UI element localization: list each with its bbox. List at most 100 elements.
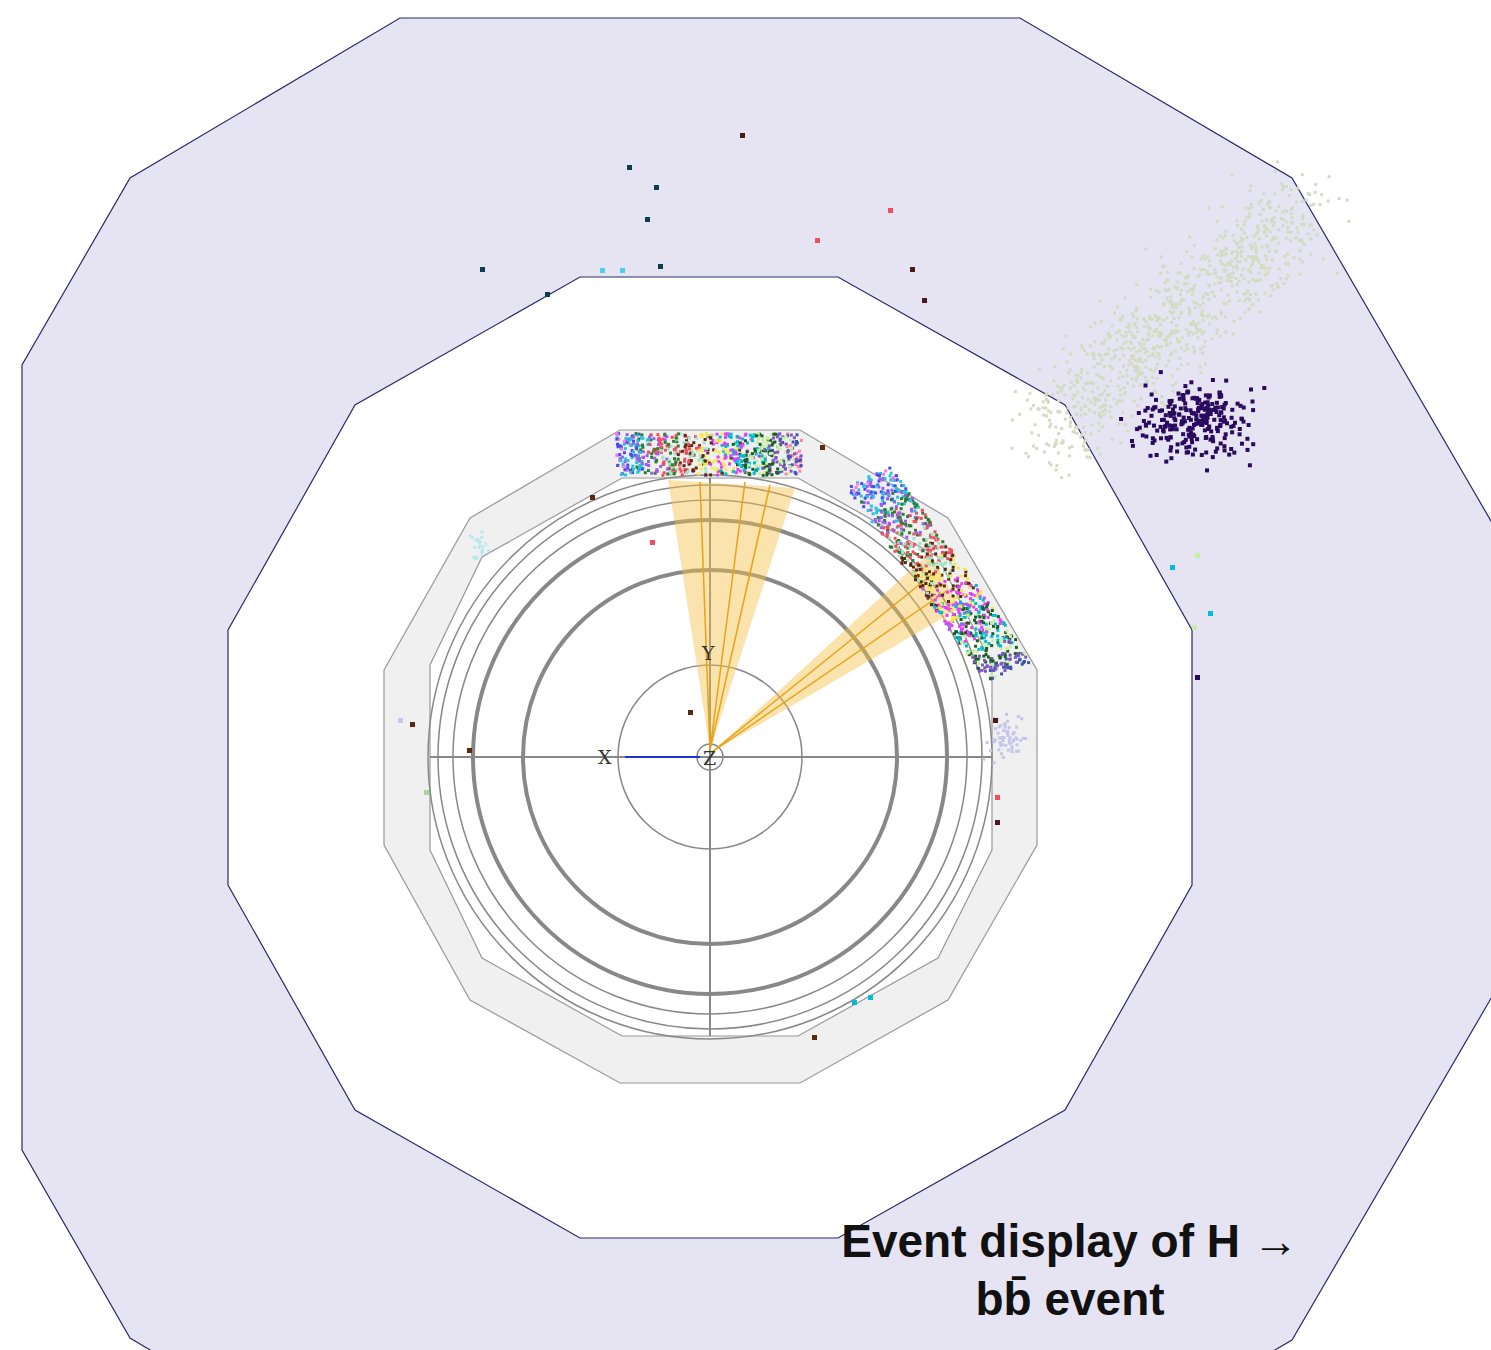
hit	[1007, 666, 1010, 669]
hit	[974, 645, 977, 648]
hit	[991, 632, 994, 635]
hit	[1007, 734, 1010, 737]
hit	[641, 446, 644, 449]
hit	[786, 450, 789, 453]
hit	[964, 568, 967, 571]
hit	[871, 520, 874, 523]
hit	[671, 463, 674, 466]
hit	[619, 444, 622, 447]
hit	[882, 473, 885, 476]
hit	[904, 520, 907, 523]
hit	[744, 434, 747, 437]
hit	[743, 454, 746, 457]
hit	[1136, 317, 1139, 320]
hit	[1250, 256, 1253, 259]
hit	[930, 556, 933, 559]
hit	[862, 485, 865, 488]
hit	[1059, 386, 1062, 389]
hit	[896, 526, 899, 529]
hit	[959, 595, 962, 598]
hit	[999, 741, 1002, 744]
hit	[899, 480, 902, 483]
hit	[932, 573, 935, 576]
hit	[1147, 355, 1150, 358]
hit	[741, 438, 744, 441]
hit	[1283, 282, 1286, 285]
hit	[724, 436, 727, 439]
hit	[964, 570, 967, 573]
hit	[929, 577, 932, 580]
hit	[724, 472, 727, 475]
hit	[748, 473, 751, 476]
hit	[884, 492, 887, 495]
hit	[620, 447, 623, 450]
hit	[1038, 368, 1041, 371]
hit	[761, 438, 764, 441]
hit	[977, 611, 980, 614]
hit	[866, 494, 869, 497]
hit	[720, 466, 723, 469]
hit	[792, 458, 795, 461]
hit	[624, 437, 627, 440]
hit	[629, 439, 632, 442]
hit	[914, 520, 917, 523]
hit	[692, 441, 695, 444]
hit	[1107, 348, 1110, 351]
tracker-boundary	[430, 478, 992, 1036]
hit	[1162, 319, 1165, 322]
hit	[948, 627, 951, 630]
hit	[641, 437, 644, 440]
hit	[930, 604, 933, 607]
hit	[880, 516, 883, 519]
hit	[931, 533, 934, 536]
hit	[877, 524, 880, 527]
hit	[934, 545, 937, 548]
hit	[644, 471, 647, 474]
hit	[980, 626, 983, 629]
hit	[914, 529, 917, 532]
hit	[1019, 658, 1022, 661]
hit	[777, 445, 780, 448]
hit	[1016, 743, 1019, 746]
hit	[928, 586, 931, 589]
hit	[928, 570, 931, 573]
hit	[702, 454, 705, 457]
hit	[777, 451, 780, 454]
hit	[897, 546, 900, 549]
hit	[688, 447, 691, 450]
hit	[699, 454, 702, 457]
hit	[967, 610, 970, 613]
hit	[1038, 408, 1041, 411]
hit	[941, 540, 944, 543]
hit	[691, 451, 694, 454]
hit	[629, 444, 632, 447]
hit	[1109, 380, 1112, 383]
hit	[1015, 750, 1018, 753]
hit	[632, 451, 635, 454]
hit	[790, 434, 793, 437]
hit	[720, 433, 723, 436]
hit	[860, 500, 863, 503]
hit	[747, 464, 750, 467]
hit	[977, 662, 980, 665]
hit	[734, 450, 737, 453]
hit	[758, 472, 761, 475]
hit	[756, 467, 759, 470]
hit	[621, 472, 624, 475]
hit	[746, 449, 749, 452]
hit	[932, 563, 935, 566]
hit	[926, 592, 929, 595]
hit	[1298, 273, 1301, 276]
hit	[709, 473, 712, 476]
hit	[911, 559, 914, 562]
hit	[695, 447, 698, 450]
hit	[970, 626, 973, 629]
hit	[955, 630, 958, 633]
hit	[985, 647, 988, 650]
hit	[800, 439, 803, 442]
hit	[881, 533, 884, 536]
hit	[689, 455, 692, 458]
hit	[900, 503, 903, 506]
hit	[906, 541, 909, 544]
hit	[704, 438, 707, 441]
